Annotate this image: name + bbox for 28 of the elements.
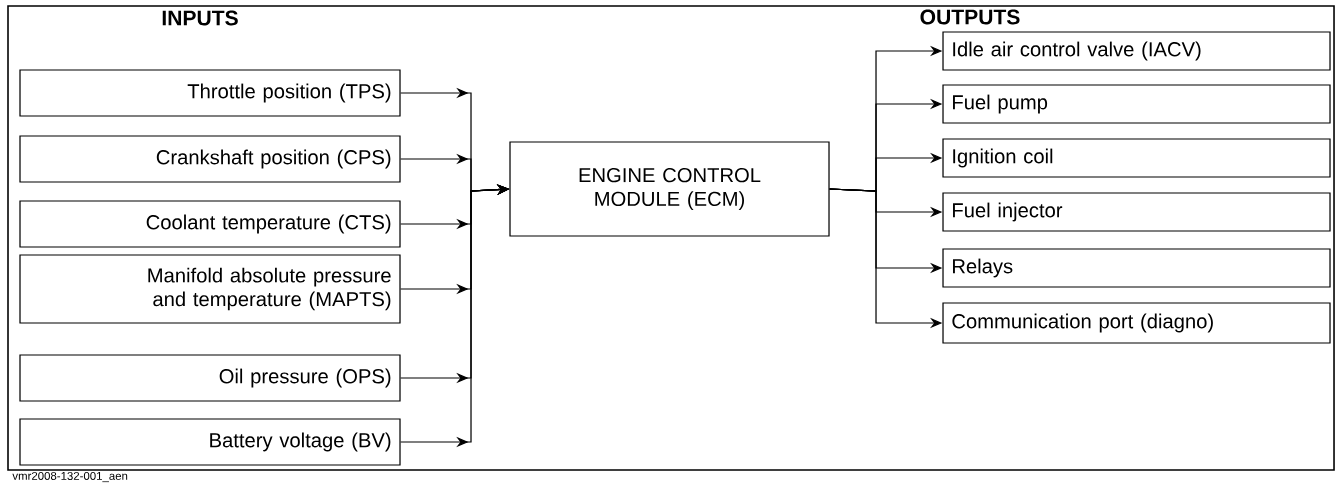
output-box [942, 138, 1331, 178]
output-box [942, 84, 1331, 124]
box-text: Crankshaft position (CPS) [156, 149, 391, 169]
input-box [19, 254, 401, 324]
box-text: Oil pressure (OPS) [219, 368, 391, 388]
box-text: Coolant temperature (CTS) [146, 214, 391, 234]
box-text: Idle air control valve (IACV) [953, 41, 1201, 61]
input-box [19, 354, 401, 402]
heading: OUTPUTS [920, 9, 1020, 25]
box-text: ENGINE CONTROL MODULE (ECM) [579, 168, 761, 210]
input-box [19, 418, 401, 466]
output-box [942, 248, 1331, 288]
module-box [509, 141, 830, 237]
box-text: Fuel pump [953, 94, 1048, 114]
box-text: Throttle position (TPS) [187, 83, 391, 103]
output-box [942, 302, 1331, 344]
input-box [19, 69, 401, 117]
heading: INPUTS [162, 10, 238, 26]
output-box [942, 31, 1331, 71]
box-text: Communication port (diagno) [952, 313, 1213, 333]
box-text: Relays [953, 258, 1013, 278]
input-box [19, 135, 401, 183]
output-box [942, 192, 1331, 232]
box-text: Ignition coil [953, 148, 1053, 168]
input-box [19, 200, 401, 248]
box-text: Battery voltage (BV) [210, 432, 391, 452]
box-text: Fuel injector [953, 202, 1063, 222]
box-text: Manifold absolute pressure and temperature (MAPTS) [148, 267, 391, 311]
